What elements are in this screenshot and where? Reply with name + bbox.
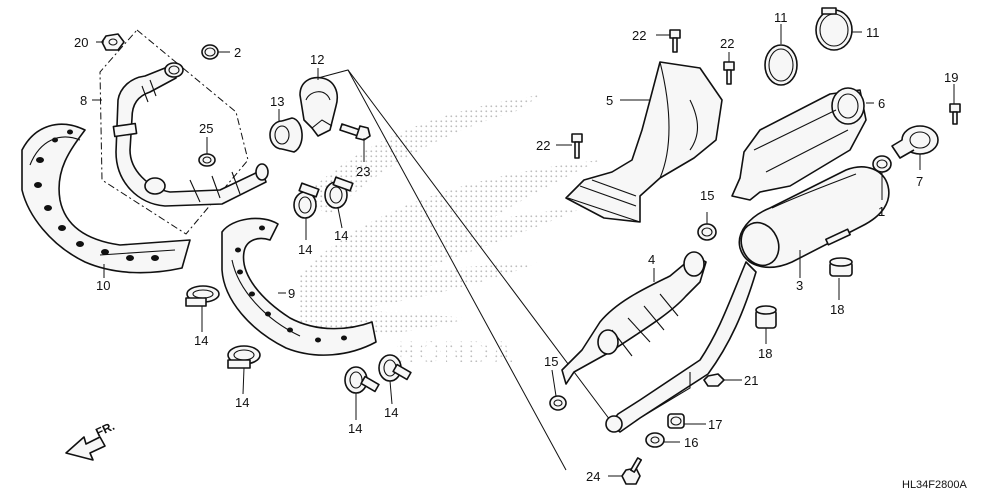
front-pipe-8: [112, 62, 269, 207]
hose-clamp-14b: [324, 176, 354, 209]
diagram-code: HL34F2800A: [902, 479, 967, 491]
routing-lines: [317, 69, 611, 471]
callout-6: 6: [878, 96, 885, 111]
callout-3: 3: [796, 278, 803, 293]
grommet-18a: [829, 257, 853, 277]
muffler-guard-6: [731, 87, 867, 201]
callout-numbers: 20 2 8 25 10 12 13 23 14 14 14 9 14 14 1…: [74, 10, 958, 484]
callout-7: 7: [916, 174, 923, 189]
collar-17: [667, 413, 685, 429]
callout-22-a: 22: [632, 28, 646, 43]
callout-19: 19: [944, 70, 958, 85]
callout-9: 9: [288, 286, 295, 301]
callout-12: 12: [310, 52, 324, 67]
callout-15-b: 15: [544, 354, 558, 369]
callout-4: 4: [648, 252, 655, 267]
callout-14-d: 14: [235, 395, 249, 410]
callout-22-c: 22: [536, 138, 550, 153]
hose-clamp-14d: [227, 345, 261, 369]
callout-18-b: 18: [758, 346, 772, 361]
hose-clamp-14a: [293, 182, 320, 219]
clamp-25: [198, 153, 216, 167]
sleeve-13: [269, 117, 303, 153]
callout-24: 24: [586, 469, 600, 484]
callout-13: 13: [270, 94, 284, 109]
honda-wing-logo: HONDA: [300, 95, 600, 369]
callout-2: 2: [234, 45, 241, 60]
bracket-12: [299, 76, 338, 137]
callout-8: 8: [80, 93, 87, 108]
callout-11-a: 11: [774, 10, 788, 25]
callout-14-f: 14: [384, 405, 398, 420]
nut-21: [703, 373, 725, 387]
callout-14-a: 14: [298, 242, 312, 257]
tail-cap-7: [891, 125, 939, 159]
gasket-15b: [549, 395, 567, 411]
callout-25: 25: [199, 121, 213, 136]
heat-shield-5: [565, 61, 723, 223]
hose-clamp-14c: [185, 285, 220, 307]
callout-leaders: [92, 24, 955, 477]
bolt-22c: [571, 133, 583, 159]
clamp-band-11a: [764, 44, 798, 86]
callout-1: 1: [878, 204, 885, 219]
catalytic-pipe-4: [561, 251, 707, 385]
callout-10: 10: [96, 278, 110, 293]
bolt-24: [621, 457, 643, 485]
callout-14-e: 14: [348, 421, 362, 436]
muffler-3: [605, 166, 890, 433]
clamp-band-11b: [815, 7, 853, 51]
svg-text:HONDA: HONDA: [395, 336, 515, 369]
callout-16: 16: [684, 435, 698, 450]
callout-5: 5: [606, 93, 613, 108]
callout-21: 21: [744, 373, 758, 388]
callout-11-b: 11: [866, 25, 880, 40]
callout-14-c: 14: [194, 333, 208, 348]
callout-23: 23: [356, 164, 370, 179]
front-direction-label: FR.: [93, 419, 116, 440]
bolt-22a: [669, 29, 681, 53]
heat-shield-9: [221, 217, 377, 356]
nut-20: [101, 33, 125, 51]
bolt-19: [949, 103, 961, 125]
callout-18-a: 18: [830, 302, 844, 317]
callout-15-a: 15: [700, 188, 714, 203]
gasket-15a: [697, 223, 717, 241]
hose-clamp-14e: [344, 366, 380, 394]
callout-17: 17: [708, 417, 722, 432]
grommet-18b: [755, 305, 777, 329]
callout-20: 20: [74, 35, 88, 50]
gasket-2: [201, 44, 219, 60]
callout-22-b: 22: [720, 36, 734, 51]
callout-14-b: 14: [334, 228, 348, 243]
heat-shield-10: [21, 123, 191, 274]
pipe-assembly-outline: [99, 29, 249, 235]
front-arrow-icon: FR.: [65, 419, 117, 461]
washer-16: [645, 432, 665, 448]
bolt-22b: [723, 61, 735, 85]
bolt-23: [339, 123, 371, 141]
